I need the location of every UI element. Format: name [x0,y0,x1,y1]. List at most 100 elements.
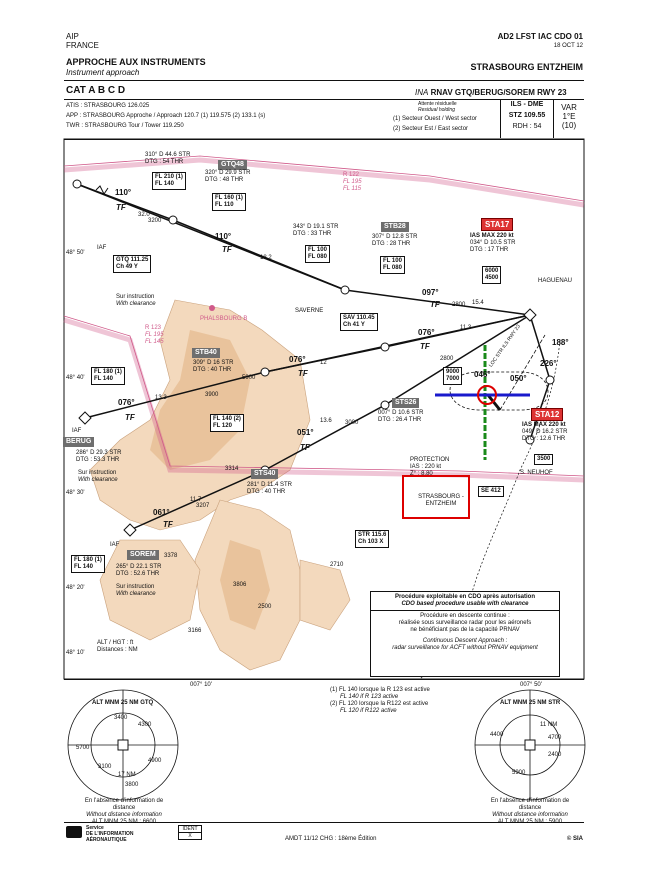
note-2: (2) FL 120 lorsque la R122 est active [330,701,429,707]
elev-2800b: 2800 [452,302,466,308]
cdo-p3: ne bénéficiant pas de la capacité PRNAV [410,627,520,633]
elev-5900: 5900 [242,375,256,381]
msa-right-a: 11 NM [540,722,558,728]
leg-tf-1: TF [116,203,126,212]
waypoint-stb28: STB28 [381,222,409,232]
restricted-area-borders [63,155,585,477]
overlay-red-circle [477,385,497,405]
lat-label-1: 48° 50' [66,250,85,256]
leg-course-110a: 110° [115,188,132,197]
elev-2800a: 2800 [440,356,454,362]
leg-dist-182: 18.2 [260,255,272,261]
msa-left-title: ALT MNM 25 NM GTQ [92,700,154,706]
holding-fr: Attente résiduelle [418,101,457,107]
leg-tf-3: TF [430,300,440,309]
msa-left-a: 3400 [114,715,128,721]
phalsbourg-marker [209,305,215,311]
elev-3900: 3900 [205,392,219,398]
msa-left-b: 4300 [138,722,152,728]
leg-dist-154: 15.4 [472,300,484,306]
leg-course-076a: 076° [418,328,435,337]
title-en: Instrument approach [66,68,140,77]
msa-right-b: 4700 [548,735,562,741]
sia-logo-icon [66,826,82,838]
aip-label: AIP [66,32,79,41]
msa-right-title: ALT MNM 25 NM STR [500,700,561,706]
cdo-title-en: CDO based procedure usable with clearanc… [401,601,529,607]
elev-3314: 3314 [225,466,239,472]
neuhof-label: S. NEUHOF [520,470,553,476]
haguenau-label: HAGUENAU [538,278,573,284]
fl-box-1: FL 210 (1)FL 140 [152,172,186,190]
msa-right-d: 2400 [548,752,562,758]
leg-course-186: 188° [552,338,569,347]
waypoint-sta12: STA12 [531,408,564,421]
localizer-course [499,334,546,411]
msa-right-c: 4400 [490,732,504,738]
waypoint-sorem: SOREM [127,550,159,560]
elev-3200: 3200 [148,218,162,224]
chart-id: AD2 LFST IAC CDO 01 [497,32,583,41]
se412-box: SE 412 [478,486,504,497]
atis-freq: ATIS : STRASBOURG 126.025 [66,103,150,109]
app-freq: APP : STRASBOURG Approche / Approach 120… [66,113,266,119]
leg-dist-136: 13.6 [320,418,332,424]
lat-label-2: 48° 40' [66,375,85,381]
lat-label-4: 48° 20' [66,585,85,591]
amdt-label: AMDT 11/12 CHG : 18ème Édition [285,836,377,842]
waypoint-gtq48: GTQ48 [218,160,247,170]
msa-left-e: 3100 [98,764,112,770]
ils-freq: STZ 109.55 [508,112,546,119]
fl-box-6: FL 140 (2)FL 120 [210,414,244,432]
leg-tf-5: TF [298,369,308,378]
leg-tf-2: TF [222,245,232,254]
cdo-p1: Procédure en descente continue : [420,613,510,619]
var-panel: VAR 1°E (10) [555,103,583,130]
leg-course-051: 051° [297,428,314,437]
country-label: FRANCE [66,41,99,50]
copyright: © SIA [566,836,583,842]
ils-label: ILS - DME [510,101,544,108]
waypoint-markers [72,179,555,537]
phalsbourg-label: PHALSBOURG B [200,316,248,322]
waypoint-sta17: STA17 [481,218,514,231]
fl-notes: (1) FL 140 lorsque la R 123 est active F… [330,687,442,715]
waypoint-berug: BERUG [63,437,95,447]
leg-tf-6: TF [125,413,135,422]
leg-tf-8: TF [163,520,173,529]
ils-panel: ILS - DME STZ 109.55 RDH : 54 [500,100,554,138]
elev-3207: 3207 [196,503,210,509]
cdo-p4: Continuous Descent Approach : [422,638,508,644]
iaf-label-1: IAF [97,245,107,251]
msa-left-d: 4900 [148,758,162,764]
leg-course-050: 050° [510,374,527,383]
cdo-box: Procédure exploitable en CDO après autor… [370,591,560,677]
leg-course-061: 061° [153,508,170,517]
fl-box-5: FL 180 (1)FL 140 [91,367,125,385]
lon-label-2: 007° 50' [520,682,542,688]
lat-label-5: 48° 10' [66,650,85,656]
cdo-p5: radar surveillance for ACFT without PRNA… [392,645,538,651]
leg-dist-12: 12 [320,360,327,366]
